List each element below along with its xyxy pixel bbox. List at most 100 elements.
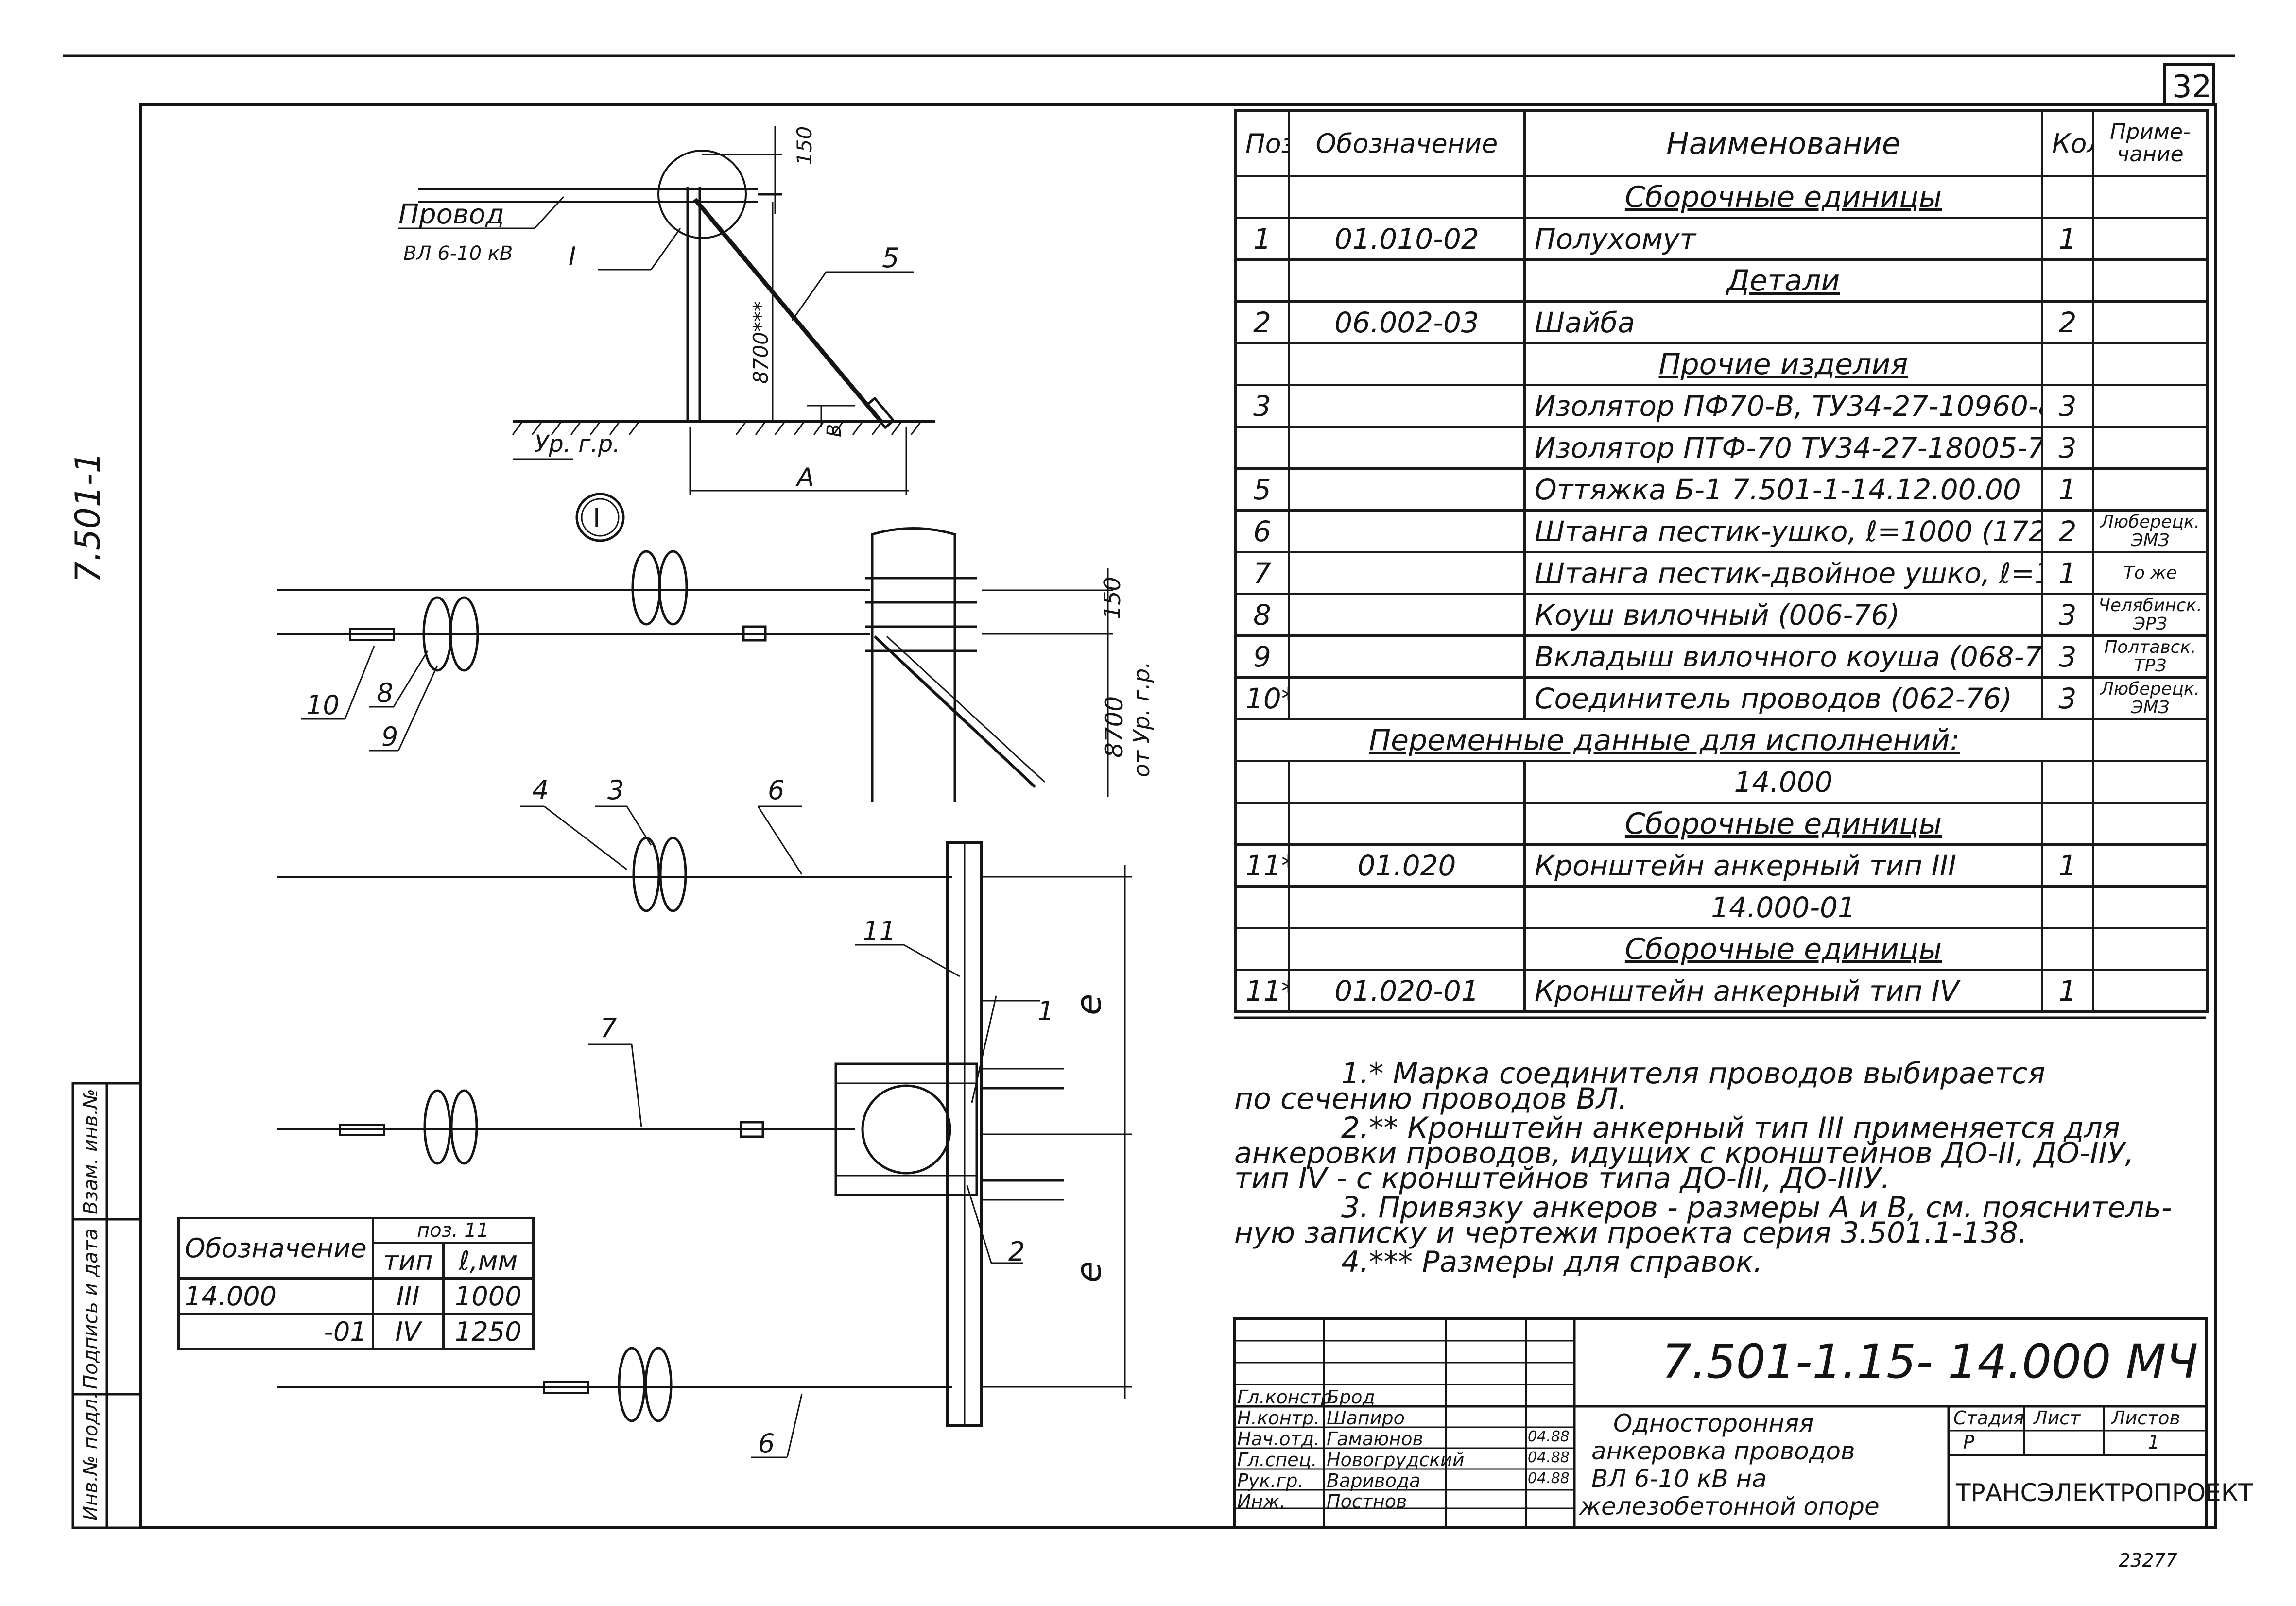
- spec-cell-name: Изолятор ПТФ-70 ТУ34-27-18005-78: [1523, 426, 2043, 470]
- spec-cell-designation: [1288, 593, 1526, 637]
- spec-cell-note: [2092, 384, 2209, 428]
- side-code: 7.501-1: [68, 452, 108, 583]
- spec-cell-pos: 10*: [1234, 676, 1290, 720]
- role-date: 04.88: [1528, 1470, 1570, 1487]
- small-cell-length: 1250: [442, 1313, 535, 1350]
- spec-cell-empty: [2041, 760, 2094, 804]
- dim-8700-top: 8700***: [749, 301, 773, 384]
- spec-cell-qty: 1: [2041, 467, 2094, 512]
- small-cell-type: III: [371, 1277, 445, 1315]
- spec-cell-empty: [1234, 760, 1290, 804]
- spec-cell-empty: [2092, 342, 2209, 386]
- spec-cell-qty: 1: [2041, 843, 2094, 888]
- position-6a-label: 6: [768, 775, 784, 805]
- spec-header-row: Поз. Обозначение Наименование Кол. Приме…: [1234, 109, 2209, 177]
- small-cell-type: IV: [371, 1313, 445, 1350]
- spec-cell-empty: [2041, 258, 2094, 303]
- spec-cell-designation: [1288, 426, 1526, 470]
- dim-150-detail: 150: [1099, 577, 1125, 619]
- type-length-table: Обозначение поз. 11 тип ℓ,мм 14.000 III …: [177, 1217, 535, 1350]
- header-designation: Обозначение: [1288, 109, 1526, 177]
- ground-level-label: Ур. г.р.: [535, 430, 620, 458]
- header-qty: Кол.: [2041, 109, 2094, 177]
- spec-cell-empty: [2092, 175, 2209, 219]
- spec-row: 14.000-01: [1234, 885, 2209, 929]
- sheets-value: 1: [2148, 1432, 2160, 1453]
- spec-cell-qty: 3: [2041, 676, 2094, 720]
- spec-row: Детали: [1234, 258, 2209, 303]
- title-line: ВЛ 6-10 кВ на: [1591, 1465, 1767, 1493]
- spec-cell-qty: 1: [2041, 217, 2094, 261]
- role-date: 04.88: [1528, 1449, 1570, 1466]
- spec-cell-qty: 3: [2041, 426, 2094, 470]
- spec-variable-data-heading: Переменные данные для исполнений:: [1234, 718, 2094, 762]
- note-line: 1.* Марка соединителя проводов выбираетс…: [1341, 1057, 2045, 1091]
- table-row: -01 IV 1250: [177, 1313, 535, 1350]
- note-line: 4.*** Размеры для справок.: [1341, 1245, 1763, 1279]
- title-line: железобетонной опоре: [1579, 1492, 1880, 1521]
- strip-label-inv: Инв.№ подл.: [80, 1393, 102, 1521]
- spec-cell-empty: [1234, 802, 1290, 846]
- spec-cell-note: [2092, 843, 2209, 888]
- wire-label-2: ВЛ 6-10 кВ: [403, 242, 513, 265]
- spec-cell-pos: 11**: [1234, 843, 1290, 888]
- spec-cell-empty: [1288, 342, 1526, 386]
- spec-cell-name: Оттяжка Б-1 7.501-1-14.12.00.00: [1523, 467, 2043, 512]
- spec-cell-name: Полухомут: [1523, 217, 2043, 261]
- spec-cell-pos: 5: [1234, 467, 1290, 512]
- spec-cell-note: [2092, 217, 2209, 261]
- spec-cell-empty: [2092, 718, 2209, 762]
- spec-cell-designation: 01.020-01: [1288, 969, 1526, 1013]
- spec-cell-designation: [1288, 634, 1526, 679]
- note-line: 2.** Кронштейн анкерный тип III применяе…: [1341, 1111, 2121, 1145]
- spec-subheading: 14.000-01: [1523, 885, 2043, 929]
- spec-cell-empty: [2092, 760, 2209, 804]
- spec-cell-pos: 9: [1234, 634, 1290, 679]
- spec-cell-designation: [1288, 509, 1526, 553]
- dim-8700-detail-2: от Ур. г.р.: [1128, 661, 1155, 777]
- spec-cell-note: Люберецк. ЭМЗ: [2092, 509, 2209, 553]
- spec-cell-empty: [2041, 175, 2094, 219]
- spec-cell-note: То же: [2092, 551, 2209, 595]
- role-label: Рук.гр.: [1237, 1470, 1304, 1491]
- spec-row: 10*Соединитель проводов (062-76)3Люберец…: [1234, 676, 2209, 720]
- role-date: 04.88: [1528, 1428, 1570, 1445]
- header-pos: Поз.: [1234, 109, 1290, 177]
- small-header-poz: поз. 11: [371, 1217, 535, 1244]
- spec-cell-designation: [1288, 551, 1526, 595]
- spec-cell-qty: 1: [2041, 551, 2094, 595]
- spec-row: Сборочные единицы: [1234, 802, 2209, 846]
- spec-section-heading-text: Детали: [1726, 263, 1840, 298]
- spec-section-heading-text: Сборочные единицы: [1624, 806, 1942, 841]
- spec-cell-empty: [1288, 760, 1526, 804]
- spec-section-heading-text: Прочие изделия: [1658, 347, 1908, 381]
- position-4-label: 4: [532, 775, 549, 805]
- dim-8700-detail-1: 8700: [1100, 696, 1128, 758]
- position-11-label: 11: [863, 916, 896, 946]
- position-7-label: 7: [600, 1013, 617, 1043]
- spec-cell-designation: 01.010-02: [1288, 217, 1526, 261]
- spec-cell-empty: [2092, 258, 2209, 303]
- page-number-box: [2163, 63, 2215, 106]
- spec-cell-name: Кронштейн анкерный тип III: [1523, 843, 2043, 888]
- stage-value: Р: [1963, 1432, 1974, 1453]
- spec-cell-empty: [2041, 802, 2094, 846]
- dim-B-label: В: [823, 424, 846, 437]
- spec-section-heading: Прочие изделия: [1523, 342, 2043, 386]
- detail-marker: I: [593, 503, 601, 533]
- spec-cell-pos: 6: [1234, 509, 1290, 553]
- role-label: Н.контр.: [1237, 1407, 1320, 1429]
- small-cell-designation: 14.000: [177, 1277, 374, 1315]
- position-8-label: 8: [377, 678, 393, 708]
- spec-section-heading: Сборочные единицы: [1523, 175, 2043, 219]
- spec-row: Переменные данные для исполнений:: [1234, 718, 2209, 762]
- spec-cell-name: Шайба: [1523, 300, 2043, 344]
- position-10-label: 10: [306, 690, 340, 720]
- small-col-type: тип: [371, 1242, 445, 1280]
- role-name: Брод: [1327, 1386, 1375, 1408]
